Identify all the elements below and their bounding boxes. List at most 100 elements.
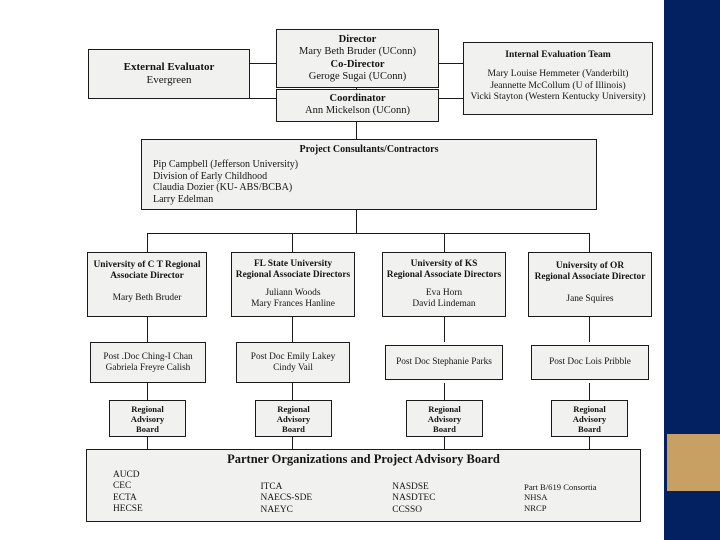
connector-postdoc-to-rab-or <box>589 383 591 400</box>
box-regional-advisory-board-fl[interactable]: Regional Advisory Board <box>255 400 332 437</box>
consultant-item-1: Pip Campbell (Jefferson University) <box>153 158 299 170</box>
rab-or-line2: Advisory <box>572 414 607 425</box>
partner-item: CCSSO <box>392 504 423 515</box>
connector-director-internal <box>438 63 464 65</box>
co-director-name: Geroge Sugai (UConn) <box>308 71 407 83</box>
internal-evaluation-title: Internal Evaluation Team <box>505 49 611 60</box>
box-regional-advisory-board-or[interactable]: Regional Advisory Board <box>551 400 628 437</box>
gold-accent-block <box>667 434 720 491</box>
rab-ks-line1: Regional <box>428 404 461 414</box>
connector-rab-to-partners-or <box>589 437 591 449</box>
partners-column-2: ITCA NAECS-SDE NAEYC <box>261 470 393 521</box>
partner-item: NRCP <box>524 502 547 513</box>
postdoc-ks-line1: Post Doc Stephanie Parks <box>396 357 492 367</box>
internal-evaluation-member-2: Jeannette McCollum (U of Illinois) <box>490 79 626 91</box>
connector-fl-to-postdoc <box>292 317 294 342</box>
partners-column-4: Part B/619 Consortia NHSA NRCP <box>524 470 640 521</box>
postdoc-ct-line2: Gabriela Freyre Calish <box>105 362 191 373</box>
box-internal-evaluation-team[interactable]: Internal Evaluation Team Mary Louise Hem… <box>463 42 653 115</box>
partner-item: ITCA <box>260 482 283 492</box>
box-external-evaluator[interactable]: External Evaluator Evergreen <box>88 49 250 99</box>
box-coordinator[interactable]: Coordinator Ann Mickelson (UConn) <box>276 89 439 122</box>
rab-ct-line2: Advisory <box>130 414 165 425</box>
partners-title: Partner Organizations and Project Adviso… <box>227 452 500 466</box>
partner-item: NAECS-SDE <box>260 493 313 504</box>
rab-ct-line1: Regional <box>131 404 164 414</box>
partner-item: CEC <box>113 481 132 492</box>
postdoc-fl-line1: Post Doc Emily Lakey <box>250 352 336 362</box>
box-region-ks[interactable]: University of KS Regional Associate Dire… <box>382 252 506 317</box>
partner-item: ECTA <box>113 492 137 503</box>
connector-drop-ct <box>147 233 149 252</box>
consultant-item-4: Larry Edelman <box>153 194 214 206</box>
director-name: Mary Beth Bruder (UConn) <box>299 46 416 58</box>
box-regional-advisory-board-ks[interactable]: Regional Advisory Board <box>406 400 483 437</box>
director-title: Director <box>338 34 377 45</box>
connector-drop-fl <box>292 233 294 252</box>
connector-or-to-postdoc <box>589 317 591 342</box>
partner-item: NASDTEC <box>392 493 436 504</box>
partners-column-3: NASDSE NASDTEC CCSSO <box>392 470 524 521</box>
connector-rab-to-partners-fl <box>292 437 294 449</box>
rab-fl-line1: Regional <box>277 404 310 414</box>
box-regional-advisory-board-ct[interactable]: Regional Advisory Board <box>109 400 186 437</box>
region-or-director-name: Jane Squires <box>566 294 614 305</box>
consultants-title: Project Consultants/Contractors <box>299 144 439 155</box>
external-evaluator-title: External Evaluator <box>123 61 215 73</box>
connector-postdoc-to-rab-fl <box>292 383 294 400</box>
box-postdoc-ks[interactable]: Post Doc Stephanie Parks <box>385 345 503 380</box>
box-region-ct[interactable]: University of C T Regional Associate Dir… <box>87 252 207 317</box>
coordinator-title: Coordinator <box>329 93 386 104</box>
connector-rab-to-partners-ks <box>444 437 446 449</box>
postdoc-or-line1: Post Doc Lois Pribble <box>549 357 631 367</box>
region-fl-director-name-1: Juliann Woods <box>265 288 321 299</box>
co-director-title: Co-Director <box>330 58 385 70</box>
region-ct-title-line1: University of C T Regional <box>93 260 201 270</box>
rab-ct-line3: Board <box>136 424 159 435</box>
region-or-title-line1: University of OR <box>555 261 625 271</box>
box-director[interactable]: Director Mary Beth Bruder (UConn) Co-Dir… <box>276 29 439 88</box>
region-ct-title-line2: Associate Director <box>110 271 184 282</box>
rab-ks-line2: Advisory <box>427 414 462 425</box>
box-postdoc-fl[interactable]: Post Doc Emily Lakey Cindy Vail <box>236 342 350 383</box>
external-evaluator-name: Evergreen <box>146 73 192 86</box>
consultant-item-2: Division of Early Childhood <box>153 170 268 182</box>
rab-ks-line3: Board <box>433 424 456 435</box>
connector-ks-to-postdoc <box>444 317 446 342</box>
internal-evaluation-member-1: Mary Louise Hemmeter (Vanderbilt) <box>487 68 629 80</box>
region-ks-title-line1: University of KS <box>410 259 478 269</box>
box-partner-organizations[interactable]: Partner Organizations and Project Adviso… <box>86 449 641 522</box>
connector-drop-ks <box>444 233 446 252</box>
connector-ct-to-postdoc <box>147 317 149 342</box>
region-fl-title-line2: Regional Associate Directors <box>235 270 351 281</box>
connector-postdoc-to-rab-ks <box>444 383 446 400</box>
region-or-title-line2: Regional Associate Director <box>534 272 646 283</box>
box-region-fl[interactable]: FL State University Regional Associate D… <box>231 252 355 317</box>
region-ct-director-name: Mary Beth Bruder <box>112 293 182 304</box>
partner-item: HECSE <box>113 504 143 515</box>
box-postdoc-or[interactable]: Post Doc Lois Pribble <box>531 345 649 380</box>
partners-columns: AUCD CEC ECTA HECSE ITCA NAECS-SDE NAEYC… <box>87 470 640 521</box>
rab-fl-line2: Advisory <box>276 414 311 425</box>
connector-coordinator-internal <box>438 98 464 100</box>
box-project-consultants[interactable]: Project Consultants/Contractors Pip Camp… <box>141 139 597 210</box>
connector-coordinator-external <box>249 98 277 100</box>
connector-coordinator-to-consultants <box>356 121 358 139</box>
region-ks-director-name-2: David Lindeman <box>412 299 476 310</box>
connector-region-distribution-bar <box>147 233 589 235</box>
rab-or-line1: Regional <box>573 404 606 414</box>
coordinator-name: Ann Mickelson (UConn) <box>305 105 410 117</box>
internal-evaluation-member-3: Vicki Stayton (Western Kentucky Universi… <box>470 90 646 102</box>
connector-drop-or <box>589 233 591 252</box>
connector-rab-to-partners-ct <box>147 437 149 449</box>
connector-postdoc-to-rab-ct <box>147 383 149 400</box>
box-region-or[interactable]: University of OR Regional Associate Dire… <box>528 252 652 317</box>
box-postdoc-ct[interactable]: Post .Doc Ching-I Chan Gabriela Freyre C… <box>90 342 206 383</box>
partner-item: NASDSE <box>392 482 429 492</box>
region-fl-title-line1: FL State University <box>253 259 333 269</box>
partner-item: Part B/619 Consortia <box>524 482 597 492</box>
partners-column-1: AUCD CEC ECTA HECSE <box>87 470 261 521</box>
consultant-item-3: Claudia Dozier (KU- ABS/BCBA) <box>153 182 293 194</box>
region-ks-director-name-1: Eva Horn <box>425 288 463 299</box>
